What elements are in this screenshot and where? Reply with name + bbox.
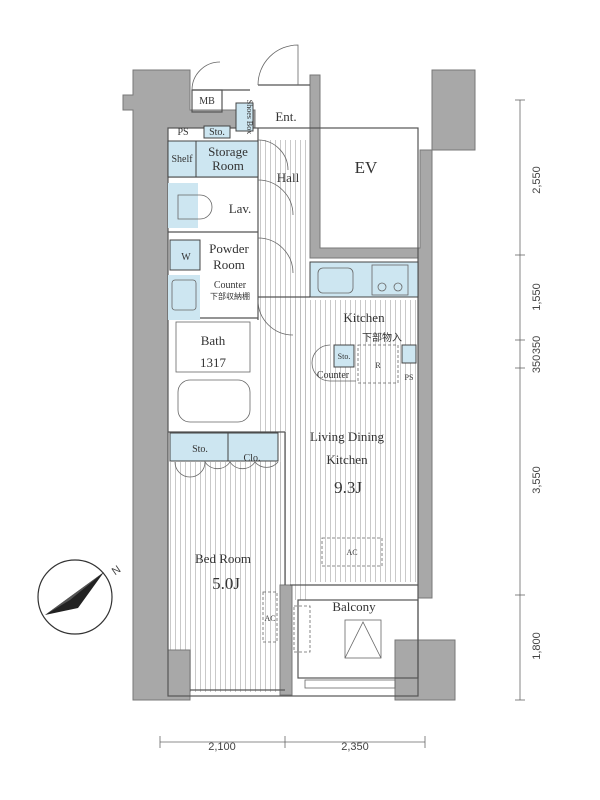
label-bedroom-size: 5.0J <box>212 574 240 593</box>
label-ev: EV <box>355 158 378 177</box>
dim-v-4: 350 <box>531 336 543 354</box>
label-kitchen: Kitchen <box>343 310 385 325</box>
vertical-dimensions: 2,550 1,550 350 350 3,550 1,800 <box>515 99 543 701</box>
dim-h-1: 2,100 <box>208 741 236 753</box>
ps-kitchen <box>401 344 417 364</box>
label-lavatory: Lav. <box>229 201 252 216</box>
label-powder-room: Powder <box>209 241 249 256</box>
ac-bed <box>262 591 278 643</box>
doors <box>174 44 299 478</box>
compass-north-label: N <box>110 564 123 578</box>
horizontal-dimensions: 2,100 2,350 <box>159 736 426 753</box>
toilet-icon <box>177 194 213 220</box>
bed-sto <box>169 432 229 462</box>
compass-icon: N <box>37 559 123 635</box>
fixtures <box>167 102 419 659</box>
label-sto-kitchen: Sto. <box>338 352 351 361</box>
label-storage-room-2: Room <box>212 158 244 173</box>
bathtub-icon <box>177 379 251 423</box>
dim-h-2: 2,350 <box>341 741 369 753</box>
label-bath: Bath <box>201 333 226 348</box>
storage-sto <box>203 125 231 139</box>
label-ldk-size: 9.3J <box>334 478 362 497</box>
shoes-box <box>235 102 254 132</box>
hatch-icon <box>344 619 382 659</box>
stove-icon <box>371 264 409 296</box>
dim-v-6: 1,800 <box>531 632 543 660</box>
label-fridge: R <box>375 361 381 370</box>
label-closet: Clo. <box>244 453 261 464</box>
label-bath-size: 1317 <box>200 355 227 370</box>
fridge-space <box>357 344 399 384</box>
kitchen-sink-icon <box>317 267 354 294</box>
room-labels: MB Shoes Box Ent. PS Sto. Shelf Storage … <box>171 96 413 623</box>
kitchen-counter <box>309 261 419 298</box>
washer-space <box>169 239 201 271</box>
label-powder-room-2: Room <box>213 257 245 272</box>
label-washer: W <box>181 252 191 263</box>
label-counter-powder: Counter <box>214 280 247 291</box>
dim-v-1: 2,550 <box>531 166 543 194</box>
label-counter-note: 下部収納棚 <box>210 291 250 301</box>
label-ps-kitchen: PS <box>405 373 414 382</box>
label-balcony: Balcony <box>332 599 376 614</box>
outdoor-unit <box>293 605 311 653</box>
ac-ldk <box>321 537 383 567</box>
dim-v-5: 3,550 <box>531 466 543 494</box>
label-shelf: Shelf <box>171 154 193 165</box>
label-sto-top: Sto. <box>209 127 225 138</box>
label-entrance: Ent. <box>275 109 296 124</box>
sink-icon <box>171 279 197 311</box>
kitchen-sto <box>333 344 355 368</box>
label-ac-ldk: AC <box>346 548 357 557</box>
label-bedroom: Bed Room <box>195 551 251 566</box>
walls <box>122 69 476 701</box>
dim-v-3: 350 <box>531 355 543 373</box>
label-ps-top: PS <box>177 127 188 138</box>
label-mb: MB <box>199 96 215 107</box>
label-hall: Hall <box>277 170 300 185</box>
dim-v-2: 1,550 <box>531 283 543 311</box>
label-storage-room: Storage <box>208 144 248 159</box>
storage-room <box>195 140 259 178</box>
label-counter-kitchen: Counter <box>317 370 350 381</box>
label-ac-bed: AC <box>264 614 275 623</box>
label-shoes-box: Shoes Box <box>245 100 254 134</box>
label-ldk-2: Kitchen <box>326 452 368 467</box>
closet <box>227 432 279 462</box>
label-ldk: Living Dining <box>310 429 385 444</box>
label-kitchen-note: 下部物入 <box>362 331 402 344</box>
label-sto-bed: Sto. <box>192 444 208 455</box>
